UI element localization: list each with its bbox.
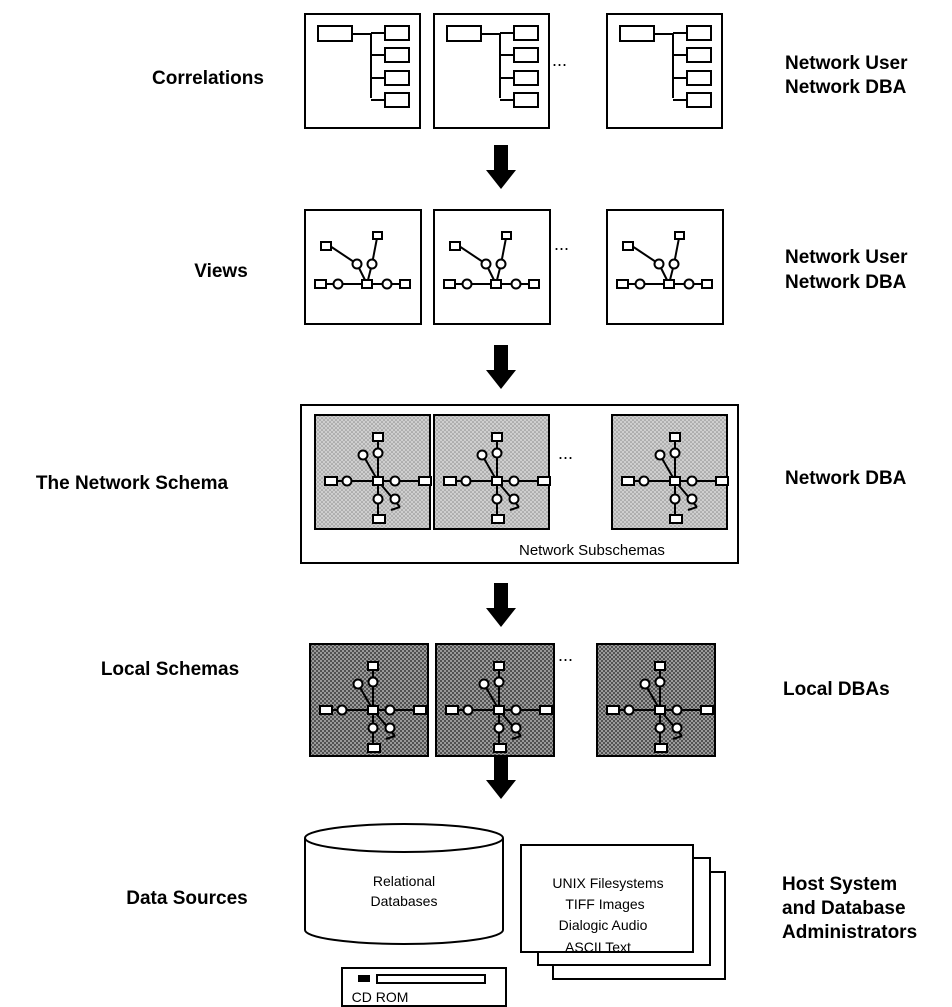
local-row <box>309 643 716 757</box>
role-sources-3: Administrators <box>782 922 917 943</box>
correlation-panel <box>606 13 723 129</box>
cylinder-label-1: Relational <box>373 873 435 889</box>
role-sources-1: Host System <box>782 874 897 895</box>
arrow-down-icon <box>486 145 516 189</box>
label-views: Views <box>194 261 248 282</box>
role-network-dba: Network DBA <box>785 468 907 489</box>
local-schema-panel <box>596 643 716 757</box>
network-subschema-panel <box>611 414 729 530</box>
view-panel <box>606 209 724 325</box>
ellipsis: ... <box>558 443 573 463</box>
local-schema-panel <box>435 643 555 757</box>
cylinder-label-2: Databases <box>371 893 438 909</box>
network-subschema-panel <box>314 414 432 530</box>
ellipsis: ... <box>554 234 569 254</box>
view-panel <box>304 209 422 325</box>
role-views-1: Network User <box>785 247 908 268</box>
label-correlations: Correlations <box>152 68 264 89</box>
network-row <box>314 414 729 530</box>
role-views-2: Network DBA <box>785 272 907 293</box>
correlation-panel <box>433 13 550 129</box>
role-sources-2: and Database <box>782 898 906 919</box>
views-row <box>304 209 724 325</box>
label-local-schemas: Local Schemas <box>101 659 239 680</box>
ellipsis: ... <box>552 50 567 70</box>
source-tiff-images: TIFF Images <box>565 896 644 912</box>
cd-rom-label: CD ROM <box>352 989 409 1005</box>
file-pages-stack-icon <box>520 844 726 980</box>
correlation-panel <box>304 13 421 129</box>
correlations-row <box>304 13 723 129</box>
source-dialogic-audio: Dialogic Audio <box>559 917 648 933</box>
local-schema-panel <box>309 643 429 757</box>
relational-database-cylinder-icon <box>304 823 504 945</box>
source-ascii-text: ASCII Text <box>565 939 631 955</box>
source-unix-filesystems: UNIX Filesystems <box>552 875 663 891</box>
network-schema-frame <box>300 404 739 564</box>
role-correlations-1: Network User <box>785 53 908 74</box>
role-correlations-2: Network DBA <box>785 77 907 98</box>
view-panel <box>433 209 551 325</box>
arrow-down-icon <box>486 755 516 799</box>
ellipsis: ... <box>558 645 573 665</box>
cd-rom-drive-icon <box>341 967 507 1007</box>
label-network-schema: The Network Schema <box>36 473 229 494</box>
label-data-sources: Data Sources <box>126 888 247 909</box>
network-subschema-panel <box>433 414 551 530</box>
arrow-down-icon <box>486 345 516 389</box>
arrow-down-icon <box>486 583 516 627</box>
role-local-dbas: Local DBAs <box>783 679 890 700</box>
network-subschemas-caption: Network Subschemas <box>519 542 665 559</box>
